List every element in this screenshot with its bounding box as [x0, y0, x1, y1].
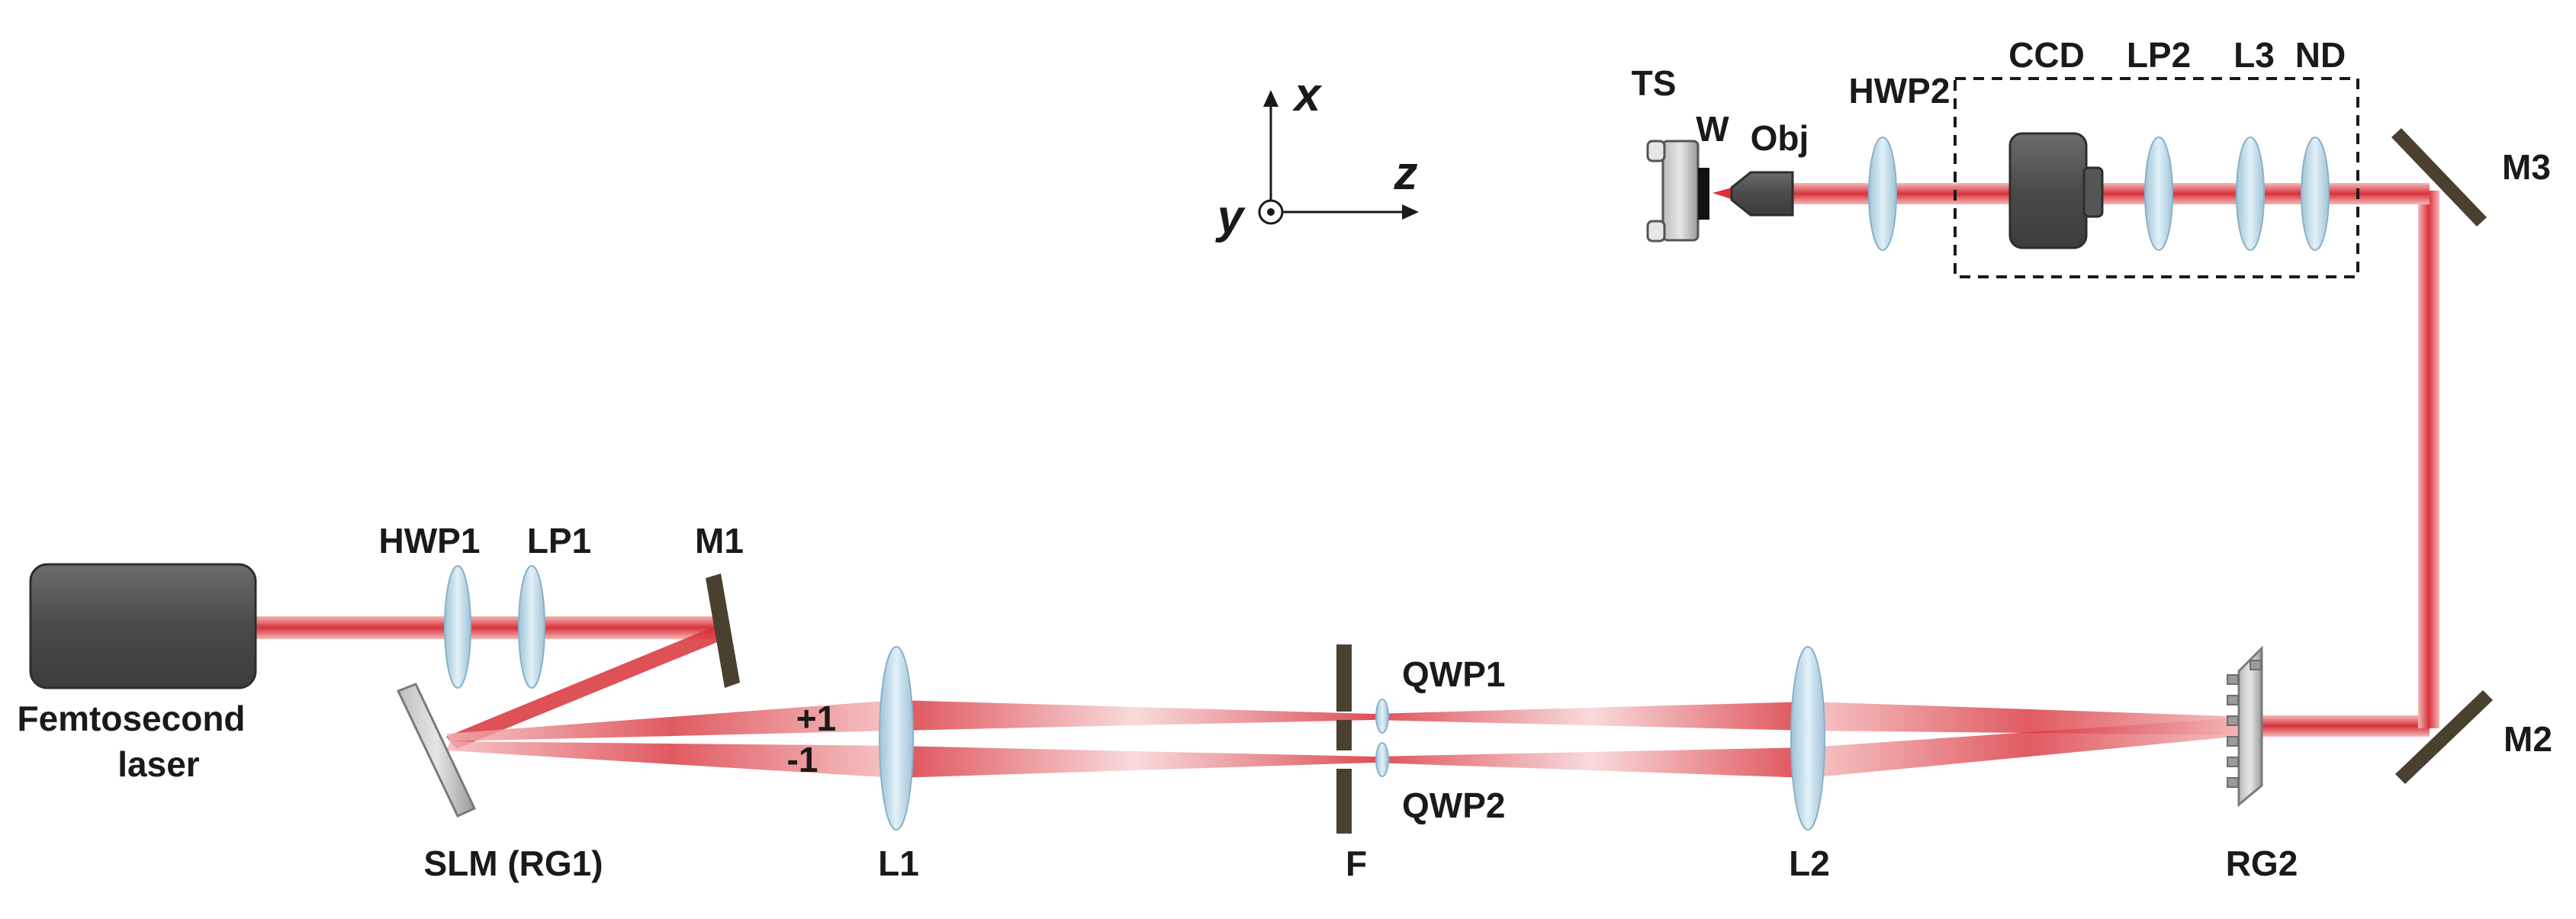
lp2-label: LP2	[2127, 35, 2191, 75]
laser-label-line2: laser	[117, 744, 200, 784]
order-minus-label: -1	[787, 740, 818, 779]
hwp2: HWP2	[1849, 71, 1950, 251]
rg2-teeth	[2227, 660, 2262, 788]
ts-knob-bottom	[1646, 220, 1666, 243]
beam-laser-m1	[256, 616, 725, 639]
x-axis-label: x	[1292, 69, 1323, 121]
rg2-label: RG2	[2226, 843, 2298, 883]
mirror-m2: M2	[2395, 690, 2552, 784]
qwp1-element	[1375, 699, 1389, 734]
z-axis-label: z	[1394, 147, 1418, 200]
mirror-m1: M1	[695, 521, 744, 688]
l2-label: L2	[1789, 843, 1830, 883]
objective: Obj	[1730, 118, 1809, 217]
beam-l1-f-plus	[896, 700, 1373, 731]
ccd-lens-mount	[2082, 166, 2104, 218]
m3-element	[2391, 128, 2487, 227]
beam-l2-rg2-minus	[1808, 717, 2250, 778]
y-axis-label: y	[1215, 191, 1246, 243]
mirror-m3: M3	[2391, 128, 2551, 227]
beam-rg2-m2	[2250, 715, 2430, 737]
translation-stage: TS	[1632, 63, 1700, 243]
lp2-element	[2144, 137, 2173, 251]
filter-f: F	[1336, 644, 1367, 883]
beam-slm-l1-plus	[446, 700, 896, 741]
m1-element	[706, 574, 740, 688]
laser-label-line1: Femtosecond	[17, 699, 245, 738]
m3-label: M3	[2502, 147, 2551, 187]
beam-slm-l1-minus	[446, 741, 896, 778]
coordinate-axes: x y z	[1215, 69, 1419, 243]
nd-label: ND	[2295, 35, 2346, 75]
l2-element	[1790, 646, 1825, 831]
hwp2-element	[1868, 137, 1897, 251]
lp1-label: LP1	[527, 521, 591, 561]
laser-body	[29, 563, 257, 689]
m1-label: M1	[695, 521, 744, 561]
f-top-block	[1336, 644, 1352, 712]
f-bottom-block	[1336, 769, 1352, 834]
l3-label: L3	[2233, 35, 2275, 75]
lp1-element	[518, 565, 545, 689]
beam-m1-slm	[446, 625, 725, 749]
femtosecond-laser: Femtosecond laser	[17, 563, 257, 784]
hwp1-element	[444, 565, 471, 689]
slm-label: SLM (RG1)	[423, 843, 603, 883]
lp1: LP1	[518, 521, 591, 689]
sample-w: W	[1696, 109, 1729, 220]
slm-rg1: SLM (RG1)	[396, 683, 603, 883]
beam-m2-m3	[2418, 191, 2439, 728]
m2-element	[2395, 690, 2493, 784]
qwp2-element	[1375, 742, 1389, 777]
hwp2-label: HWP2	[1849, 71, 1950, 111]
beam-f-l2-plus	[1373, 702, 1808, 731]
beam-l1-f-minus	[896, 746, 1373, 778]
order-plus-label: +1	[796, 699, 836, 738]
w-element	[1698, 168, 1709, 220]
l3-element	[2236, 137, 2265, 251]
hwp1: HWP1	[379, 521, 481, 689]
ts-knob-top	[1646, 140, 1666, 162]
ts-label: TS	[1632, 63, 1677, 103]
ccd-label: CCD	[2008, 35, 2085, 75]
beam-f-l2-minus	[1373, 747, 1808, 778]
l1-element	[879, 646, 914, 831]
detection-box	[1954, 77, 2359, 278]
lp2: LP2	[2127, 35, 2191, 251]
beam-paths	[256, 183, 2439, 778]
y-axis-dot	[1267, 208, 1275, 216]
x-axis-arrowhead	[1263, 90, 1278, 107]
grating-rg2: RG2	[2226, 645, 2298, 883]
slm-element	[396, 683, 477, 818]
m2-label: M2	[2504, 719, 2552, 759]
qwp2: QWP2	[1375, 742, 1505, 825]
obj-label: Obj	[1751, 118, 1809, 158]
obj-body	[1730, 171, 1794, 217]
qwp2-label: QWP2	[1402, 786, 1505, 825]
ccd-body	[2008, 132, 2088, 249]
z-axis-arrowhead	[1402, 204, 1419, 220]
nd-element	[2301, 137, 2330, 251]
nd-filter: ND	[2295, 35, 2346, 251]
f-middle-block	[1336, 720, 1352, 750]
qwp1: QWP1	[1375, 654, 1505, 734]
f-label: F	[1346, 843, 1367, 883]
lens-l2: L2	[1789, 646, 1830, 883]
hwp1-label: HWP1	[379, 521, 481, 561]
lens-l1: L1	[878, 646, 919, 883]
ccd-camera: CCD	[2008, 35, 2104, 249]
w-label: W	[1696, 109, 1729, 149]
l1-label: L1	[878, 843, 919, 883]
rg2-body	[2237, 645, 2263, 808]
qwp1-label: QWP1	[1402, 654, 1505, 694]
lens-l3: L3	[2233, 35, 2275, 251]
ts-body	[1661, 140, 1700, 242]
